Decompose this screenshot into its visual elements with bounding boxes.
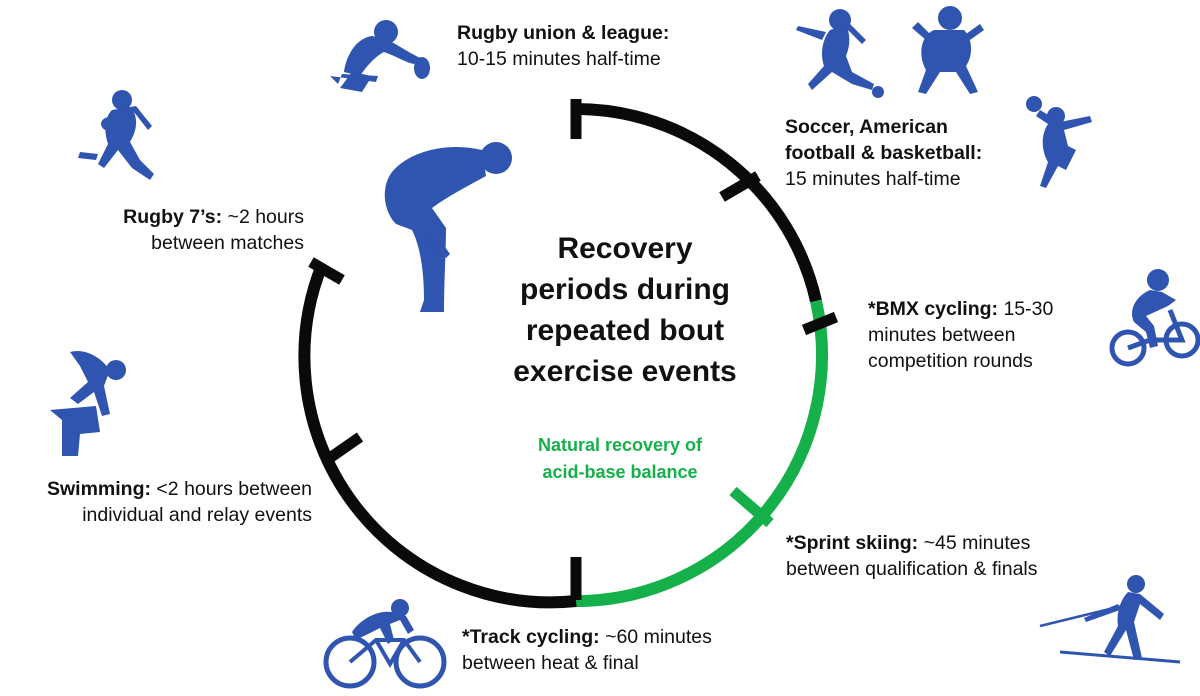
swimmer-icon [50, 350, 126, 456]
ring-black-left-arc [298, 262, 577, 609]
tick-sprint-skiing [729, 486, 774, 528]
center-title-line-3: repeated bout [525, 314, 725, 347]
rugby-runner-icon [78, 90, 154, 180]
sprint-skiing-detail-1: ~45 minutes [918, 532, 1031, 554]
sprint-skiing-detail-2: between qualification & finals [786, 558, 1038, 580]
football-player-icon [912, 6, 984, 94]
soccer-player-icon [796, 9, 884, 98]
tick-rugby7 [308, 257, 345, 285]
ring-green-arc [575, 299, 828, 607]
track-cycling-detail-2: between heat & final [462, 652, 639, 674]
ring-ticks [308, 99, 839, 600]
label-rugby7: Rugby 7’s: ~2 hours between matches [123, 204, 304, 256]
bmx-rider-icon [1109, 269, 1200, 367]
recovery-note: Natural recovery of acid-base balance [500, 432, 740, 486]
rugby7-detail-2: between matches [151, 232, 304, 254]
rugby-union-title: Rugby union & league: [457, 22, 670, 44]
label-track-cycling: *Track cycling: ~60 minutes between heat… [462, 624, 712, 676]
bmx-title: *BMX cycling: [868, 298, 999, 320]
track-cycling-title: *Track cycling: [462, 626, 600, 648]
bmx-detail-2: minutes between [868, 324, 1016, 346]
rugby-union-detail: 10-15 minutes half-time [457, 48, 661, 70]
soccer-title-line-2: football & basketball: [785, 142, 983, 164]
track-cycling-detail-1: ~60 minutes [599, 626, 712, 648]
sprint-skiing-title: *Sprint skiing: [786, 532, 919, 554]
track-cyclist-icon [323, 599, 447, 689]
rugby7-detail-1: ~2 hours [222, 206, 304, 228]
recovery-ring [298, 103, 828, 609]
label-soccer: Soccer, American football & basketball: … [785, 114, 982, 192]
tick-soccer [719, 171, 761, 202]
bmx-detail-1: 15-30 [998, 298, 1054, 320]
tick-swimming [320, 432, 364, 467]
ring-black-right-arc [575, 103, 822, 303]
recovery-note-line-2: acid-base balance [542, 462, 698, 482]
bmx-detail-3: competition rounds [868, 350, 1033, 372]
tick-bmx [801, 311, 839, 336]
basketball-player-icon [1026, 96, 1092, 188]
label-swimming: Swimming: <2 hours between individual an… [47, 476, 312, 528]
tired-athlete-icon [384, 142, 512, 312]
label-sprint-skiing: *Sprint skiing: ~45 minutes between qual… [786, 530, 1038, 582]
swimming-detail-2: individual and relay events [82, 504, 312, 526]
soccer-detail: 15 minutes half-time [785, 168, 961, 190]
rugby7-title: Rugby 7’s: [123, 206, 223, 228]
label-rugby-union: Rugby union & league: 10-15 minutes half… [457, 20, 669, 72]
rugby-kicker-icon [330, 20, 430, 92]
center-title: Recovery periods during repeated bout ex… [465, 228, 785, 392]
soccer-title-line-1: Soccer, American [785, 116, 948, 138]
center-title-line-2: periods during [520, 273, 730, 306]
center-title-line-1: Recovery [557, 232, 693, 265]
skier-icon [1039, 575, 1181, 664]
swimming-title: Swimming: [46, 478, 151, 500]
recovery-note-line-1: Natural recovery of [537, 435, 703, 455]
label-bmx: *BMX cycling: 15-30 minutes between comp… [868, 296, 1053, 374]
center-title-line-4: exercise events [513, 355, 737, 388]
swimming-detail-1: <2 hours between [151, 478, 312, 500]
